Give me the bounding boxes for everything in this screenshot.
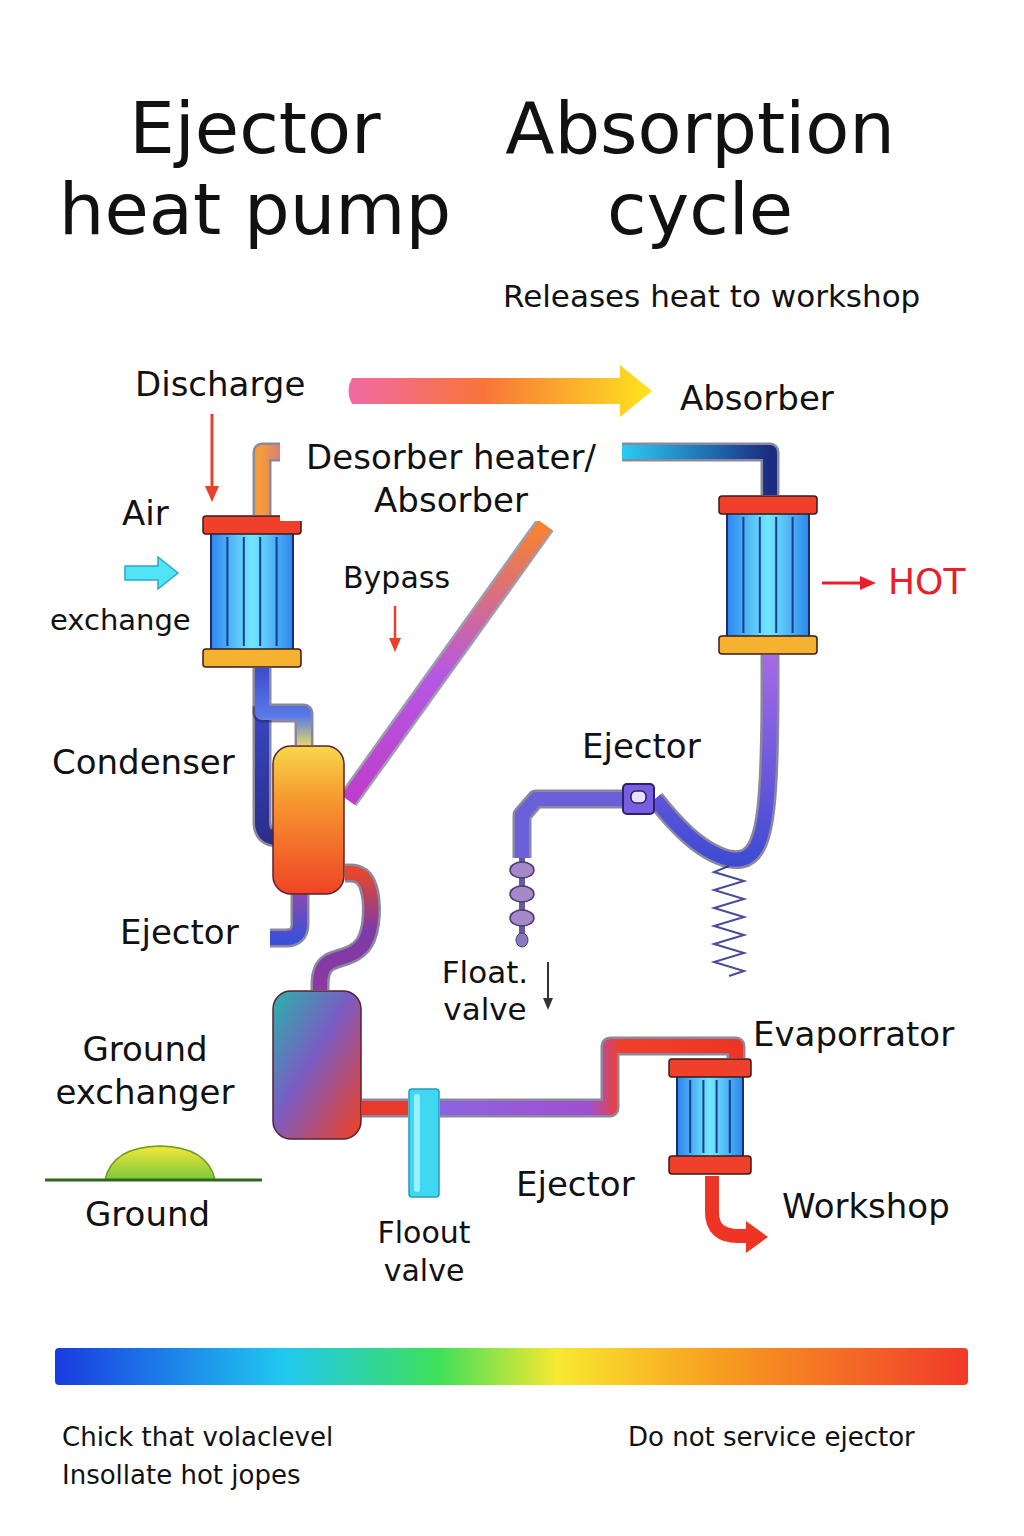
tank-body bbox=[273, 746, 344, 894]
float-disc bbox=[510, 862, 534, 878]
ejector-stub-pipe bbox=[270, 893, 300, 938]
exchanger-tube bbox=[775, 517, 777, 633]
component-label: Ejector bbox=[582, 726, 701, 767]
pipe bbox=[362, 1101, 408, 1115]
part-label: Ejector bbox=[516, 1164, 635, 1205]
component-label: Float. valve bbox=[430, 954, 540, 1028]
valve-body bbox=[409, 1089, 439, 1197]
tank-body bbox=[273, 991, 361, 1139]
part-label: Workshop bbox=[782, 1186, 950, 1227]
subtitle: Releases heat to workshop bbox=[503, 278, 920, 315]
arrow-head bbox=[746, 1221, 768, 1253]
pipe-outline bbox=[362, 1099, 408, 1118]
exchanger-tube bbox=[729, 1080, 731, 1153]
exchanger-body bbox=[727, 511, 809, 639]
node-shape bbox=[718, 495, 818, 655]
note: Insollate hot jopes bbox=[62, 1460, 300, 1491]
exchanger-tube bbox=[716, 1080, 718, 1153]
node-shape bbox=[668, 1058, 752, 1175]
pipe bbox=[262, 668, 304, 745]
part-label: Discharge bbox=[135, 364, 305, 405]
ejector-nozzle bbox=[631, 791, 646, 803]
exchanger-tube bbox=[259, 537, 261, 646]
ejector-body bbox=[623, 784, 654, 814]
node-shape bbox=[272, 745, 345, 895]
part-label: Ejector bbox=[120, 912, 239, 953]
exchanger-tube bbox=[792, 517, 794, 633]
arrow-head bbox=[389, 638, 401, 652]
float-valve: Float. valve bbox=[508, 858, 536, 948]
float-out-valve: Floout valve bbox=[408, 1088, 440, 1198]
heat-arrow bbox=[822, 582, 862, 585]
node-shape bbox=[202, 515, 302, 668]
component-label: exchange bbox=[50, 603, 191, 638]
exchanger-cap bbox=[719, 496, 817, 514]
arrow-head bbox=[205, 486, 219, 502]
ground-tank: Ground exchanger bbox=[272, 990, 362, 1140]
pipe-outline bbox=[270, 893, 300, 938]
section-title: Absorption cycle bbox=[470, 88, 930, 249]
pipe bbox=[522, 799, 622, 858]
exchanger-cap bbox=[719, 636, 817, 654]
ground-mound bbox=[105, 1146, 215, 1180]
pipe-outline bbox=[522, 799, 622, 858]
component-label: Absorber bbox=[680, 378, 834, 419]
exchanger-cap bbox=[203, 649, 301, 667]
exchanger-body bbox=[677, 1074, 743, 1159]
component-label: Condenser bbox=[52, 742, 235, 783]
ground-line bbox=[45, 1179, 262, 1182]
evaporator: Evaporrator bbox=[668, 1058, 752, 1175]
component-label: Floout valve bbox=[354, 1214, 494, 1289]
part-label: Ground bbox=[85, 1194, 210, 1235]
exchanger-tube bbox=[759, 517, 761, 633]
leader-arrow bbox=[394, 606, 397, 640]
note: Chick that volaclevel bbox=[62, 1422, 333, 1453]
exchanger-tube bbox=[742, 517, 744, 633]
leader-arrow bbox=[547, 962, 549, 1000]
air-heat-exchanger: Airexchange bbox=[202, 515, 302, 668]
component-label: Air bbox=[122, 493, 169, 534]
part-label: Bypass bbox=[343, 560, 450, 596]
pipe-connector bbox=[522, 799, 622, 858]
node-shape bbox=[408, 1088, 440, 1198]
absorber-exchanger: Absorber bbox=[718, 495, 818, 655]
pipe-outline bbox=[262, 668, 304, 745]
node-shape bbox=[508, 858, 536, 948]
component-label: Ground exchanger bbox=[45, 1028, 245, 1113]
air-arrow bbox=[125, 557, 178, 589]
arrow-head bbox=[860, 576, 876, 590]
exchanger-tube bbox=[243, 537, 245, 646]
pipe-label: Desorber heater/ Absorber bbox=[280, 436, 622, 521]
exchanger-body bbox=[211, 531, 293, 652]
hot-label: HOT bbox=[888, 560, 965, 603]
float-tip bbox=[516, 933, 528, 947]
float-disc bbox=[510, 910, 534, 926]
pipe-connector bbox=[262, 668, 304, 745]
workshop-arrow bbox=[712, 1176, 748, 1236]
ejector-body: Ejector bbox=[622, 783, 655, 815]
pipe-connector bbox=[362, 1108, 408, 1109]
leader-arrow bbox=[211, 414, 214, 488]
exchanger-tube bbox=[702, 1080, 704, 1153]
arrow-head bbox=[543, 998, 553, 1010]
node-shape bbox=[272, 990, 362, 1140]
valve-highlight bbox=[414, 1094, 420, 1192]
node-shape bbox=[622, 783, 655, 815]
float-disc bbox=[510, 886, 534, 902]
exchanger-cap bbox=[669, 1059, 751, 1077]
exchanger-tube bbox=[276, 537, 278, 646]
exchanger-cap bbox=[669, 1156, 751, 1174]
component-label: Evaporrator bbox=[753, 1014, 954, 1055]
exchanger-tube bbox=[226, 537, 228, 646]
spring-symbol bbox=[714, 866, 744, 976]
exchanger-tube bbox=[689, 1080, 691, 1153]
condenser-tank: Condenser bbox=[272, 745, 345, 895]
note: Do not service ejector bbox=[628, 1422, 915, 1453]
diagram-title: Ejector heat pump bbox=[48, 88, 462, 249]
flow-arrow bbox=[349, 365, 653, 417]
temperature-bar bbox=[55, 1348, 968, 1385]
